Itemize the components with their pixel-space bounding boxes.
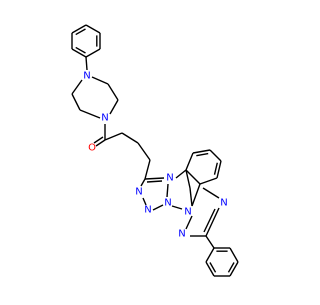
phenyl-bottom-bond: [229, 247, 239, 263]
benzo-bond: [185, 152, 194, 171]
atom-label-n-triazole-a3: N: [164, 198, 171, 209]
benzo-bond: [209, 149, 222, 162]
chemical-structure-canvas: N N O N N N N N N N: [71, 24, 239, 277]
triazole-a-bond: [152, 204, 164, 211]
benzo-fusion-bond: [191, 183, 201, 207]
triazole-a-bond-2: [146, 180, 163, 183]
atom-labels: N N O N N N N N N N: [83, 71, 227, 240]
carbonyl-bond-2: [93, 136, 104, 144]
bond-lines: [71, 24, 239, 277]
piperazine-bond: [109, 99, 119, 115]
benzo-bond: [192, 149, 211, 154]
chain-bond: [121, 132, 139, 144]
benzo-bond: [216, 160, 222, 179]
chain-bond: [104, 132, 123, 141]
central-ring-bond: [171, 205, 183, 210]
atom-label-n-piperazine-bottom: N: [101, 113, 108, 124]
atom-label-n-piperazine-top: N: [83, 71, 90, 82]
triazole-b-bond: [202, 187, 220, 199]
phenyl-top-bond: [85, 24, 101, 34]
benzo-bond-inner: [213, 162, 218, 175]
phenyl-bottom-bond-inner: [209, 262, 217, 273]
phenyl-link-bond: [205, 235, 215, 249]
phenyl-bottom-bond-inner: [227, 262, 235, 273]
atom-label-n-triazole-b2: N: [178, 229, 185, 240]
triazole-b-bond-2: [203, 208, 216, 233]
atom-label-o-carbonyl: O: [88, 143, 96, 154]
atom-label-n-fused-center: N: [166, 173, 173, 184]
phenyl-bottom-bond: [205, 261, 215, 277]
chain-bond: [144, 159, 151, 180]
molecule-drawing: N N O N N N N N N N: [71, 24, 239, 277]
phenyl-top-bond: [71, 48, 87, 58]
triazole-b-bond: [185, 215, 193, 230]
piperazine-bond: [79, 109, 101, 119]
triazole-a-bond: [144, 177, 165, 180]
phenyl-bottom-bond: [229, 261, 239, 277]
piperazine-bond: [71, 79, 83, 95]
central-ring-bond: [175, 169, 187, 179]
central-ring-bond: [185, 169, 191, 189]
phenyl-top-bond: [71, 24, 87, 34]
triazole-a-bond: [142, 197, 147, 206]
benzo-bond-inner: [196, 152, 209, 157]
atom-label-n-triazole-a2: N: [144, 205, 151, 216]
phenyl-n-bond: [85, 56, 88, 71]
atom-label-n-triazole-b1: N: [184, 207, 191, 218]
atom-label-n-triazole-b3: N: [220, 198, 227, 209]
phenyl-top-bond-inner: [75, 46, 86, 54]
triazole-a-bond: [166, 183, 169, 198]
phenyl-top-bond: [85, 48, 101, 58]
chain-bond: [137, 142, 151, 161]
carbonyl-bond: [95, 139, 106, 147]
piperazine-bond: [71, 93, 81, 111]
phenyl-top-bond-inner: [75, 28, 86, 36]
benzo-bond: [185, 169, 201, 185]
triazole-a-bond: [140, 178, 146, 187]
phenyl-bottom-bond: [205, 247, 215, 263]
piperazine-bond: [107, 83, 119, 101]
triazole-b-bond: [205, 207, 220, 237]
central-ring-bond: [189, 187, 193, 207]
benzo-bond: [199, 177, 218, 185]
atom-label-n-triazole-a1: N: [135, 187, 142, 198]
piperazine-bond: [91, 76, 109, 85]
